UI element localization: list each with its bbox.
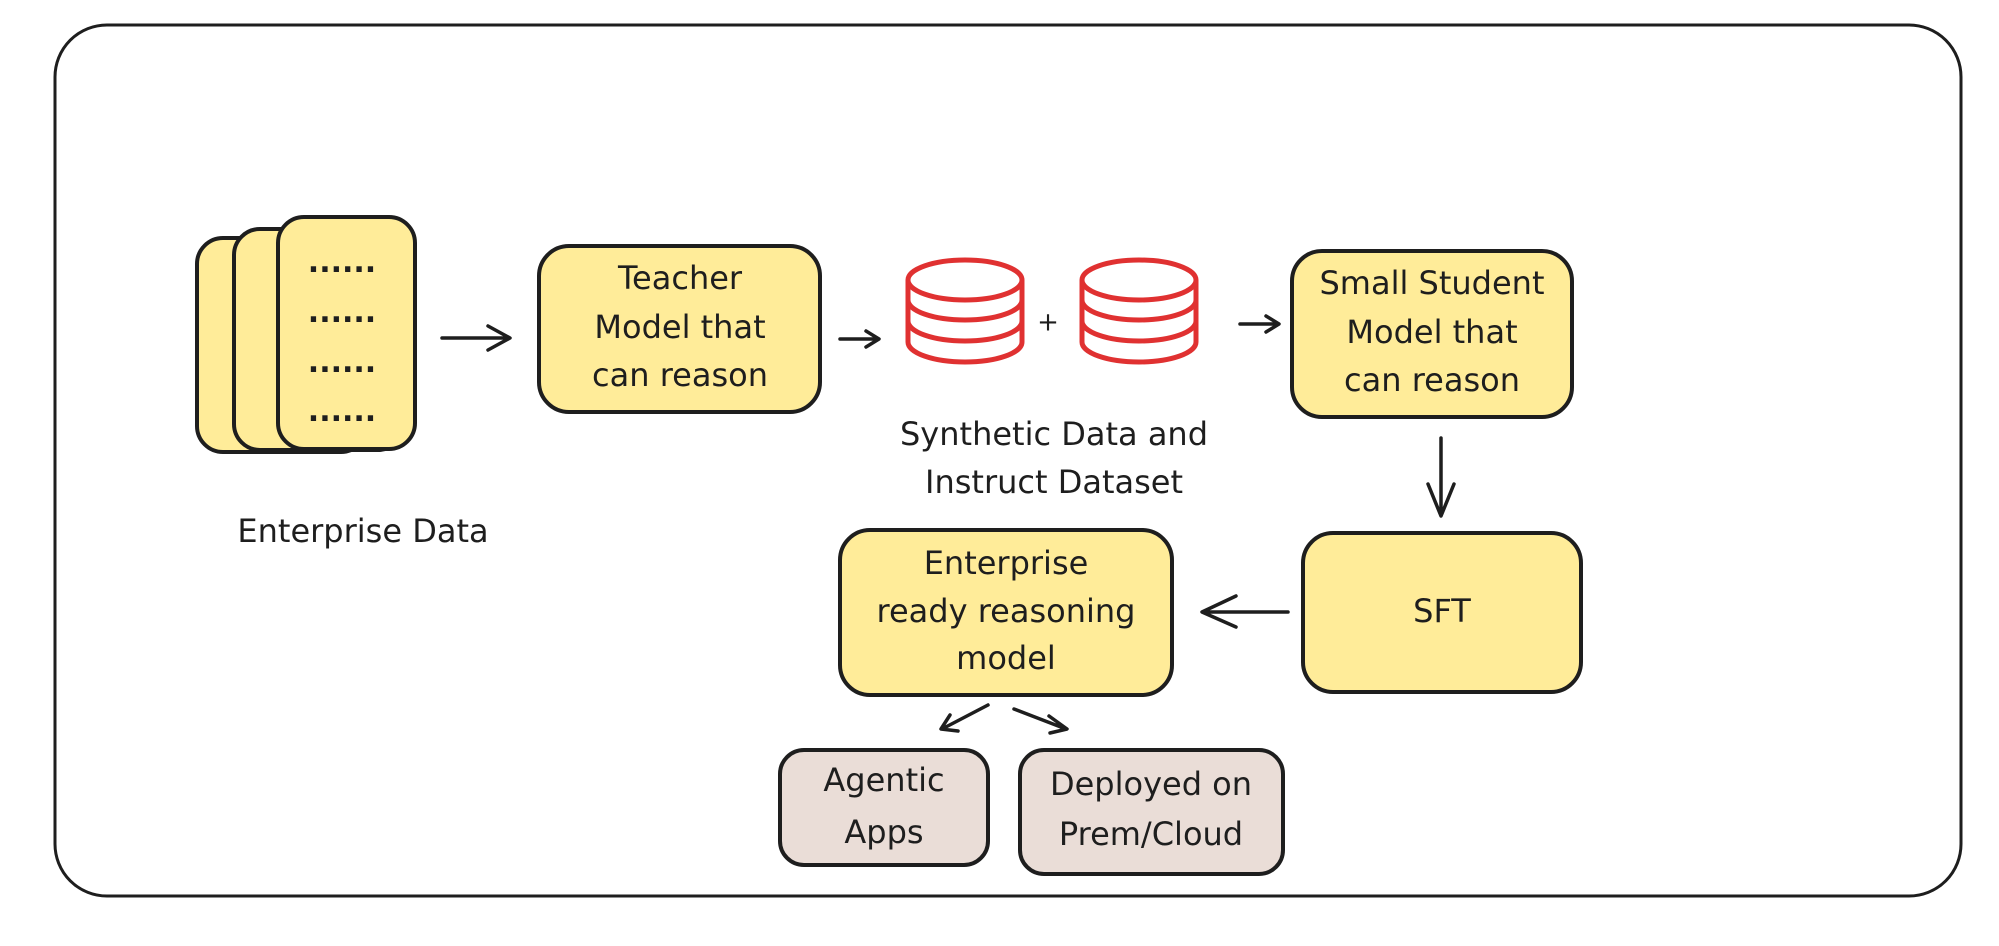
enterprise-ready-model-node: Enterprise ready reasoning model [838,528,1174,697]
node-text: Small Student [1319,264,1544,302]
node-text: Model that [594,308,765,346]
agentic-apps-node: Agentic Apps [778,748,990,867]
outer-frame [53,23,1963,898]
sft-node: SFT [1301,531,1583,694]
arrow-left [1200,594,1290,629]
document-line: ...... [308,345,376,380]
node-text: Prem/Cloud [1059,815,1243,853]
node-text: model [956,639,1056,677]
document-line: ...... [308,245,376,280]
plus-sign: + [1037,308,1059,338]
arrow-right [838,329,881,349]
enterprise-data-documents: ...... ...... ...... ...... [195,215,417,454]
student-model-node: Small Student Model that can reason [1290,249,1574,419]
node-text: Model that [1346,313,1517,351]
node-text: can reason [592,356,768,394]
database-icon [905,257,1025,365]
document-line: ...... [308,295,376,330]
node-text: Apps [844,813,923,851]
teacher-model-node: Teacher Model that can reason [537,244,822,414]
node-text: Teacher [617,259,743,297]
arrow-down [1426,436,1456,518]
arrow-down-right [1012,707,1069,735]
node-text: can reason [1344,361,1520,399]
node-text: Deployed on [1050,765,1252,803]
node-text: SFT [1413,592,1471,630]
document-line: ...... [308,394,376,429]
enterprise-data-label: Enterprise Data [237,512,488,550]
database-icon [1079,257,1199,365]
arrow-down-left [939,703,990,733]
synthetic-data-label: Instruct Dataset [925,463,1183,501]
node-text: Agentic [823,761,944,799]
deployed-node: Deployed on Prem/Cloud [1018,748,1285,876]
synthetic-data-label: Synthetic Data and [900,415,1208,453]
node-text: Enterprise [924,544,1089,582]
arrow-right [440,324,512,352]
node-text: ready reasoning [877,592,1136,630]
arrow-right [1238,314,1281,334]
